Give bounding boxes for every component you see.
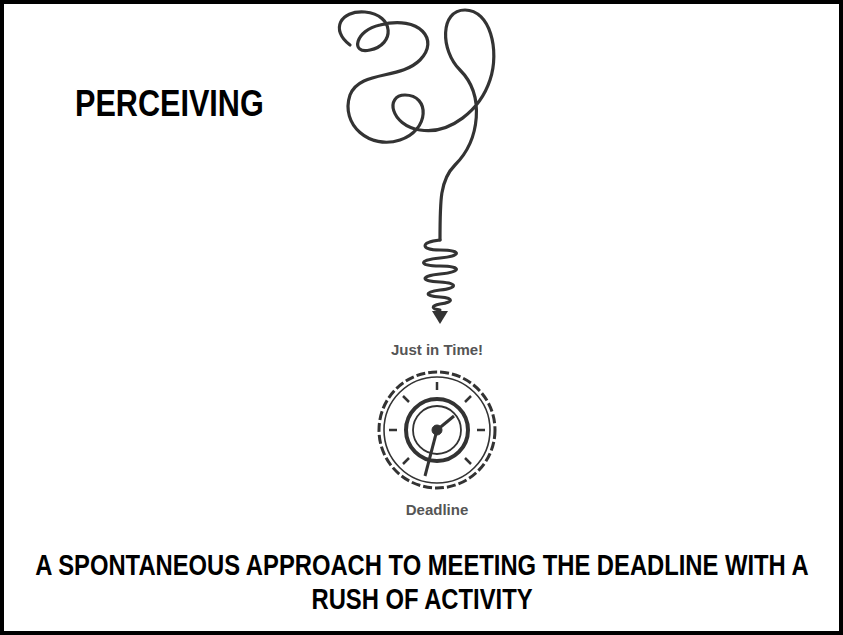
caption-label: Deadline [287,500,587,520]
scribble-line [339,10,493,240]
diagram-caption: A SPONTANEOUS APPROACH TO MEETING THE DE… [28,548,815,616]
diagram-title: PERCEIVING [75,84,264,124]
caption-label: Just in Time! [287,340,587,360]
arrow-head [432,311,448,324]
clock-symbol [379,372,495,488]
coil-spring [424,240,457,310]
